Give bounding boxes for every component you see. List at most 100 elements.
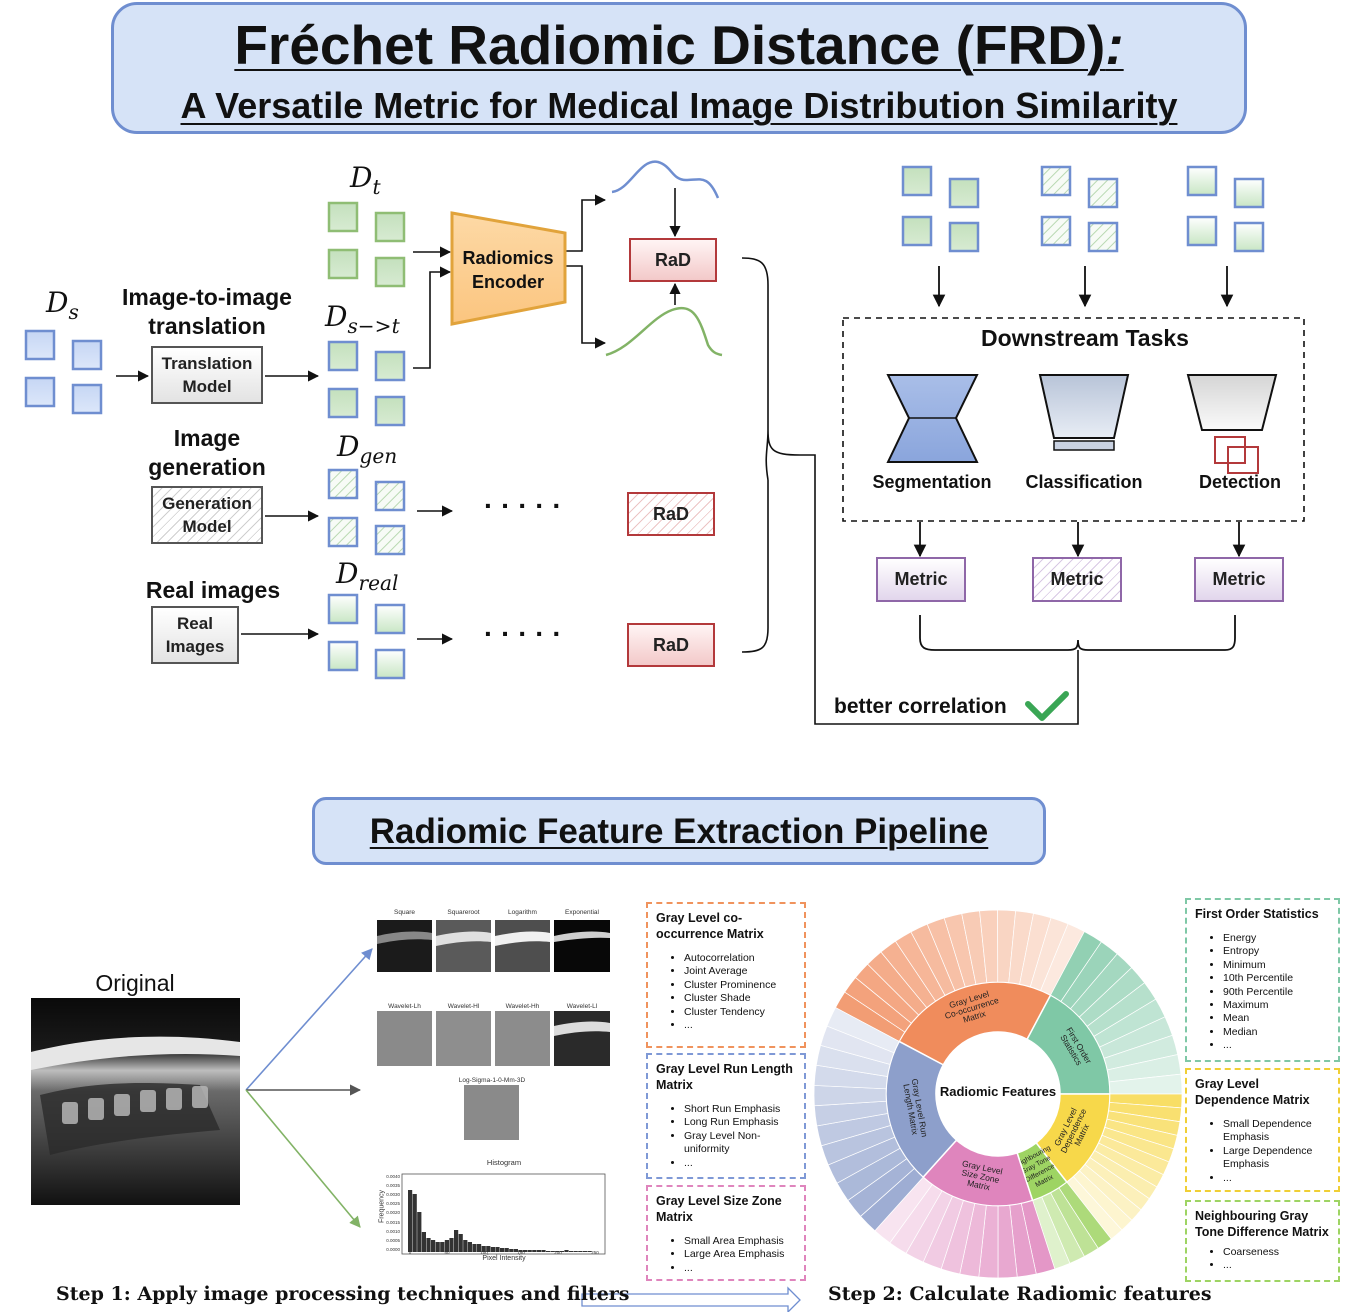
- i2i-label-line-2: translation: [148, 313, 266, 339]
- histogram-xlabel: Pixel Intensity: [482, 1255, 526, 1262]
- histogram-xtick: 150: [517, 1250, 525, 1255]
- i2i-label-line-1: Image-to-image: [122, 284, 292, 310]
- downstream-squares-2: [1040, 165, 1119, 253]
- histogram-bar: [431, 1240, 436, 1252]
- task-classification: Classification: [1025, 472, 1143, 492]
- downstream-squares-1: [901, 165, 980, 253]
- histogram-bar: [564, 1250, 569, 1252]
- check-icon: [1025, 691, 1069, 721]
- top-diagram-graphics: [24, 160, 1305, 725]
- histogram-xtick: 200: [554, 1250, 562, 1255]
- filter-label-wavelet-hl: Wavelet-Hl: [447, 1003, 480, 1010]
- glrlm-title: Gray Level Run Length Matrix: [656, 1062, 793, 1092]
- histogram-ytick: 0.0005: [386, 1237, 400, 1243]
- first-order-item: Entropy: [1223, 945, 1330, 958]
- dst-label: Ds−>t: [325, 300, 400, 339]
- dgen-label: Dgen: [337, 430, 398, 469]
- downstream-box: [842, 317, 1305, 522]
- sunburst-center-label: Radiomic Features: [939, 1084, 1057, 1099]
- glcm-item: Cluster Prominence: [684, 979, 796, 992]
- glszm-title: Gray Level Size Zone Matrix: [656, 1194, 782, 1224]
- histogram-bar: [472, 1244, 477, 1252]
- histogram-bar: [458, 1234, 463, 1252]
- first-order-box: First Order Statistics Energy Entropy Mi…: [1185, 898, 1340, 1062]
- histogram-xtick: 250: [591, 1250, 599, 1255]
- histogram-ytick: 0.0040: [386, 1174, 400, 1179]
- filter-label-wavelet-ll: Wavelet-Ll: [566, 1003, 598, 1010]
- first-order-item: Mean: [1223, 1012, 1330, 1025]
- translation-model-line-1: Translation: [161, 354, 253, 373]
- i2i-label: Image-to-image translation: [112, 283, 302, 341]
- histogram-bar: [408, 1190, 413, 1252]
- glcm-list: Autocorrelation Joint Average Cluster Pr…: [656, 952, 796, 1032]
- histogram-ytick: 0.0020: [386, 1210, 400, 1216]
- glszm-item: ...: [684, 1262, 796, 1275]
- filter-label-squareroot: Squareroot: [447, 909, 480, 916]
- sunburst-center: [936, 1032, 1060, 1156]
- histogram-bar: [463, 1240, 468, 1252]
- glszm-box: Gray Level Size Zone Matrix Small Area E…: [646, 1185, 806, 1281]
- histogram-bar: [421, 1232, 426, 1252]
- title-banner: Fréchet Radiomic Distance (FRD): A Versa…: [111, 2, 1247, 134]
- left-arrows: [116, 188, 681, 645]
- glcm-title: Gray Level co-occurrence Matrix: [656, 911, 764, 941]
- downstream-squares-3: [1186, 165, 1265, 253]
- gldm-item: Small Dependence Emphasis: [1223, 1118, 1330, 1145]
- gldm-item: ...: [1223, 1172, 1330, 1185]
- filter-label-logarithm: Logarithm: [508, 909, 537, 916]
- ngtdm-list: Coarseness ...: [1195, 1246, 1330, 1273]
- generation-model-line-2: Model: [182, 517, 232, 536]
- glrlm-item: Long Run Emphasis: [684, 1116, 796, 1129]
- histogram-bar: [559, 1251, 564, 1252]
- target-distribution-curve: [611, 160, 720, 199]
- histogram-chart: [401, 1173, 606, 1255]
- dgen-squares: [327, 468, 406, 556]
- filter-label-square: Square: [394, 909, 415, 916]
- histogram-bar: [518, 1250, 523, 1252]
- ngtdm-item: ...: [1223, 1259, 1330, 1272]
- gldm-list: Small Dependence Emphasis Large Dependen…: [1195, 1118, 1330, 1185]
- step-arrow: [581, 1286, 801, 1312]
- gldm-title: Gray Level Dependence Matrix: [1195, 1077, 1310, 1107]
- histogram-bars: [408, 1190, 592, 1252]
- dreal-label: Dreal: [336, 557, 399, 596]
- histogram-bar: [550, 1251, 555, 1252]
- histogram-bar: [569, 1251, 574, 1252]
- histogram-ytick: 0.0015: [386, 1219, 400, 1225]
- histogram-bar: [481, 1246, 486, 1252]
- rad-box-translation: RaD: [629, 238, 717, 282]
- first-order-item: 10th Percentile: [1223, 972, 1330, 985]
- glrlm-item: Short Run Emphasis: [684, 1103, 796, 1116]
- histogram-bar: [440, 1242, 445, 1252]
- encoder-line-2: Encoder: [471, 272, 545, 292]
- histogram-bar: [490, 1247, 495, 1252]
- histogram-bar: [527, 1250, 532, 1252]
- first-order-title: First Order Statistics: [1195, 907, 1319, 921]
- histogram-bar: [541, 1250, 546, 1252]
- histogram-bar: [426, 1238, 431, 1252]
- radiomics-encoder-label: Radiomics Encoder: [452, 246, 564, 294]
- histogram-xtick: 100: [480, 1250, 488, 1255]
- histogram-bar: [523, 1250, 528, 1252]
- glcm-item: Cluster Tendency: [684, 1006, 796, 1019]
- ellipsis-generation: · · · · ·: [484, 490, 562, 521]
- metric-box-1: Metric: [876, 557, 966, 602]
- detection-icon: [1186, 374, 1278, 431]
- histogram-ytick: 0.0000: [386, 1246, 400, 1252]
- glszm-item: Large Area Emphasis: [684, 1248, 796, 1261]
- first-order-item: Median: [1223, 1026, 1330, 1039]
- ngtdm-title: Neighbouring Gray Tone Difference Matrix: [1195, 1209, 1329, 1239]
- histogram-bar: [532, 1250, 537, 1252]
- ds-squares: [24, 329, 103, 415]
- histogram-bar: [555, 1251, 560, 1252]
- glcm-item: Joint Average: [684, 965, 796, 978]
- better-correlation-label: better correlation: [834, 695, 1007, 718]
- translation-model-line-2: Model: [182, 377, 232, 396]
- original-mri-image: [31, 998, 240, 1205]
- histogram-bar: [587, 1251, 592, 1252]
- histogram-bar: [573, 1251, 578, 1252]
- encoder-line-1: Radiomics: [462, 248, 554, 268]
- task-segmentation: Segmentation: [872, 472, 992, 492]
